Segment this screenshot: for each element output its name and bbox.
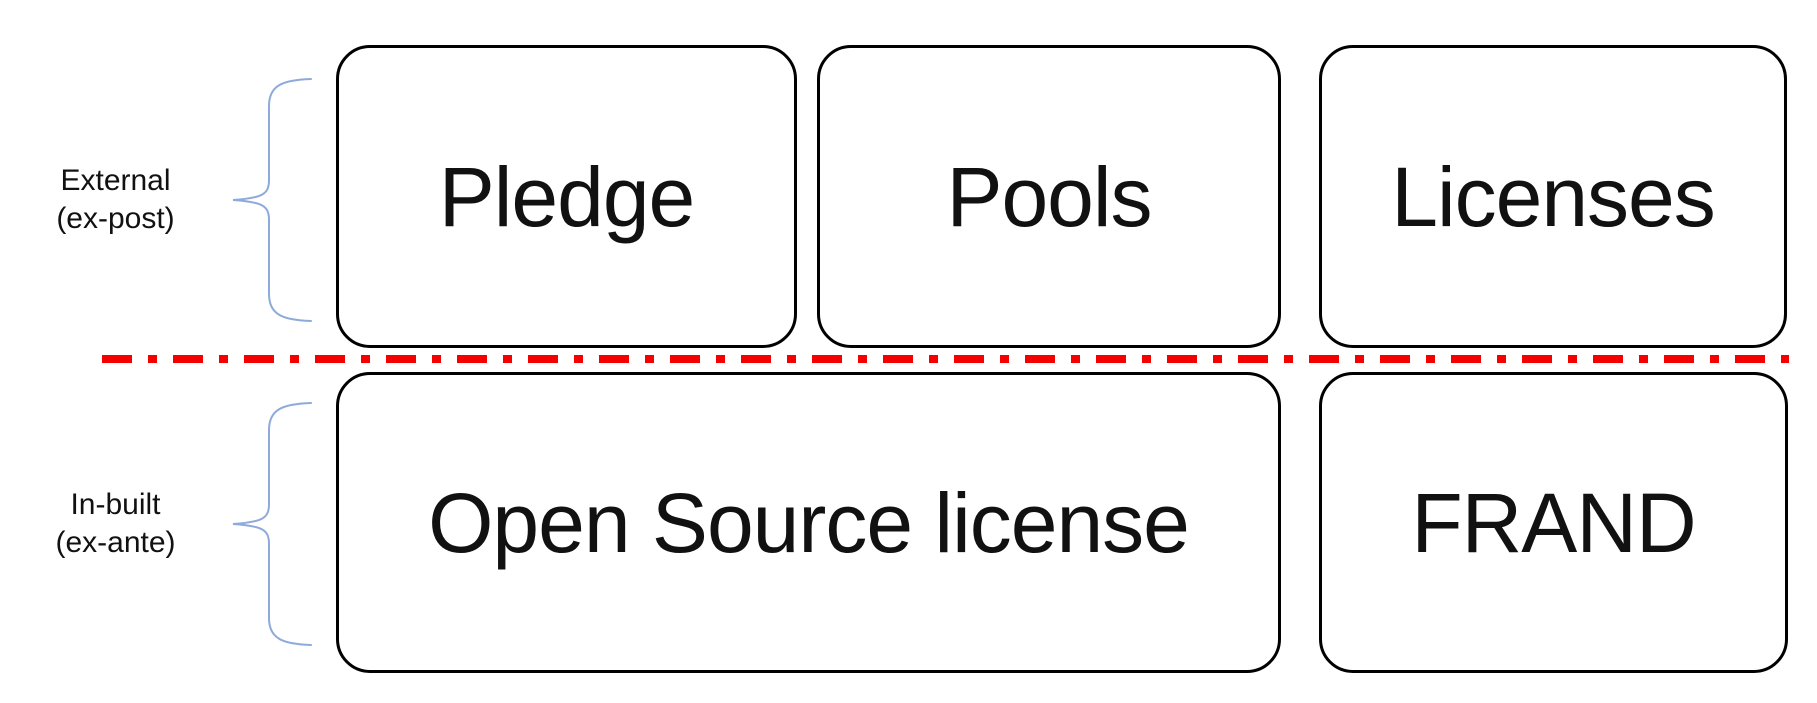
box-licenses-label: Licenses — [1391, 149, 1716, 244]
group-label-external-line1: External — [60, 164, 171, 197]
box-pledge-label: Pledge — [438, 149, 696, 244]
box-pledge: Pledge — [336, 45, 797, 348]
group-label-external-line2: (ex-post) — [56, 202, 175, 235]
brace-inbuilt — [232, 402, 312, 646]
group-label-inbuilt-line2: (ex-ante) — [55, 526, 176, 559]
box-licenses: Licenses — [1319, 45, 1787, 348]
box-pools-label: Pools — [946, 149, 1152, 244]
box-frand-label: FRAND — [1411, 475, 1696, 570]
box-frand: FRAND — [1319, 372, 1788, 673]
group-label-inbuilt: In-built (ex-ante) — [8, 486, 223, 562]
box-open-source-license: Open Source license — [336, 372, 1281, 673]
box-pools: Pools — [817, 45, 1281, 348]
brace-external — [232, 78, 312, 322]
box-open-source-license-label: Open Source license — [428, 475, 1190, 570]
group-label-inbuilt-line1: In-built — [70, 488, 161, 521]
group-label-external: External (ex-post) — [8, 162, 223, 238]
